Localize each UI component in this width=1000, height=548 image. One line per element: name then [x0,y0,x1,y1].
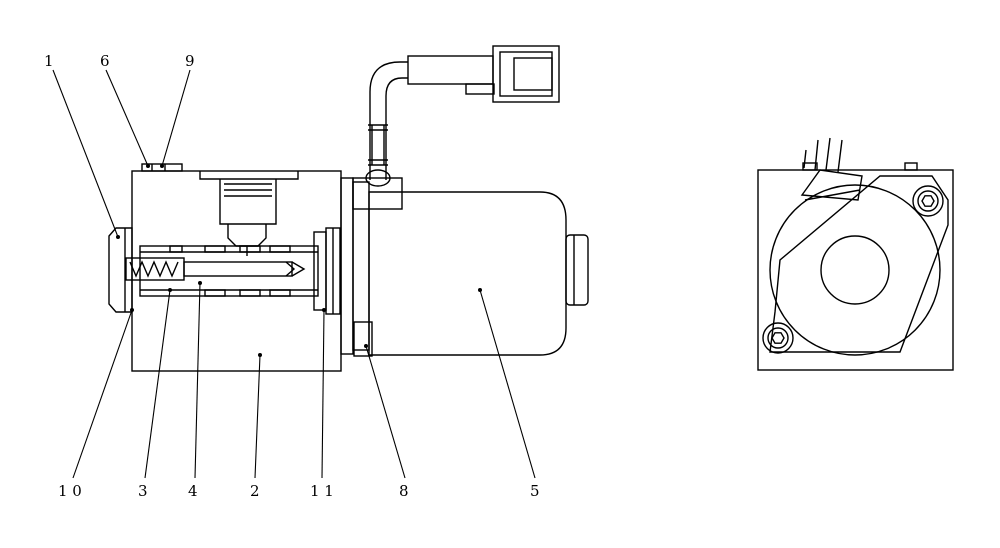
label-2: 2 [250,482,260,500]
coil-boss [820,235,890,305]
label-5: 5 [530,482,540,500]
bolt-top-right [912,185,944,217]
spool-bore [139,245,319,297]
end-view-body [757,169,954,371]
mounting-flange [769,175,949,353]
side-view: 1 6 9 1 0 3 4 2 1 1 8 5 [44,45,589,500]
end-cap [108,227,133,313]
coil-neck [340,177,354,355]
label-1: 1 [44,52,54,70]
end-view [757,137,954,371]
label-11: 1 1 [310,482,334,500]
bolt-bottom-left [762,322,794,354]
solenoid-end-boss [565,234,589,306]
wire-exit [800,169,863,201]
label-8: 8 [399,482,409,500]
top-port [199,171,299,180]
coil-outer [769,184,941,356]
label-3: 3 [138,482,148,500]
drain-plug [353,321,373,357]
label-6: 6 [100,52,110,70]
label-10: 1 0 [58,482,82,500]
label-4: 4 [188,482,198,500]
flange [313,231,327,311]
wire-harness [365,45,560,187]
leader-dots [116,164,482,357]
connector-plug [492,45,560,103]
solenoid-body [368,191,567,356]
leader-lines [52,69,536,479]
spool-rod [183,261,306,277]
connector-sleeve [407,55,494,85]
spring [125,257,185,281]
label-9: 9 [185,52,195,70]
